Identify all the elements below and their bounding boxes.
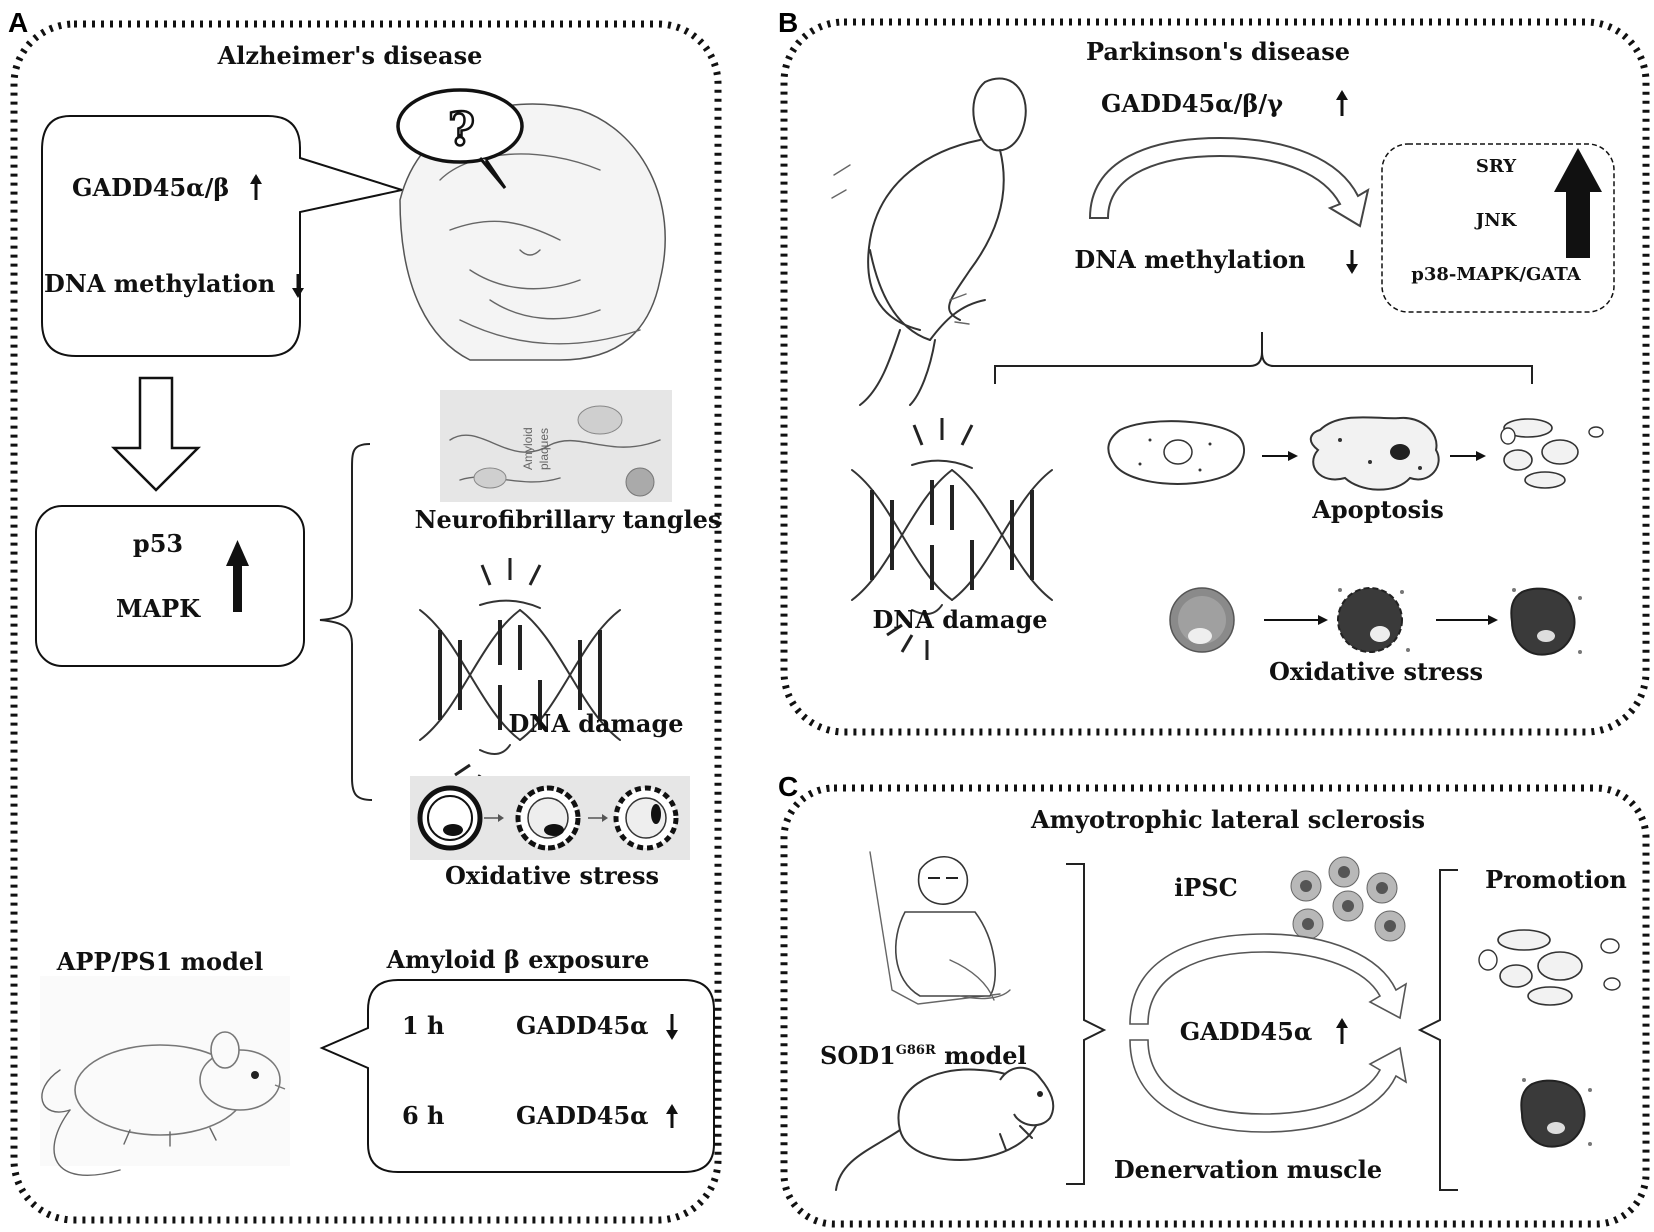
up-arrow-icon xyxy=(666,1104,678,1128)
bubble-methylation-label: DNA methylation xyxy=(44,269,275,298)
apoptosis-label: Apoptosis xyxy=(1311,495,1443,524)
ipsc-label: iPSC xyxy=(1174,873,1238,902)
mouse-icon xyxy=(835,1066,1055,1191)
pathway-box xyxy=(1381,143,1615,313)
p53-label: p53 xyxy=(133,529,183,558)
sod1-model-label: SOD1G86R model xyxy=(820,1041,1027,1070)
outcomes-bracket xyxy=(994,332,1533,384)
curved-arrow-icon xyxy=(1129,1039,1408,1133)
promotion-bracket xyxy=(1417,869,1458,1191)
panel-c-letter: C xyxy=(778,771,798,802)
down-arrow-icon xyxy=(292,274,304,298)
neurofibrillary-tangles-label: Neurofibrillary tangles xyxy=(415,505,722,534)
up-arrow-icon xyxy=(226,540,249,612)
panel-a-letter: A xyxy=(8,7,28,38)
gadd45a-label-c: GADD45α xyxy=(1180,1017,1313,1046)
oxidative-stress-label-b: Oxidative stress xyxy=(1269,657,1483,686)
ipsc-cells xyxy=(1290,856,1406,942)
up-arrow-icon xyxy=(1336,90,1348,116)
oxidative-stress-image-a xyxy=(410,776,690,860)
exposure-bubble xyxy=(319,979,715,1173)
speech-bubble xyxy=(41,115,406,357)
methylation-label-b: DNA methylation xyxy=(1074,245,1305,274)
elderly-woman-image: ? xyxy=(396,88,666,361)
amyloid-label: Amyloid xyxy=(521,427,535,470)
panel-a: A Alzheimer's disease GADD45α/β DNA meth… xyxy=(8,7,722,1224)
down-arrow-icon xyxy=(1346,250,1358,274)
panel-b-border xyxy=(780,18,1650,736)
sod1-superscript: G86R xyxy=(896,1043,936,1058)
dna-damage-label-b: DNA damage xyxy=(872,605,1047,634)
mapk-label: MAPK xyxy=(116,594,201,623)
models-bracket xyxy=(1066,863,1107,1185)
cell-icon xyxy=(1520,1078,1592,1148)
apoptotic-fragments-c xyxy=(1478,929,1621,1006)
app-ps1-model-label: APP/PS1 model xyxy=(56,947,263,976)
sod1-prefix: SOD1 xyxy=(820,1041,896,1070)
denervation-muscle-label: Denervation muscle xyxy=(1114,1155,1382,1184)
exposure-row-1-gene: GADD45α xyxy=(516,1011,649,1040)
panel-c-title: Amyotrophic lateral sclerosis xyxy=(1030,805,1425,834)
up-arrow-icon xyxy=(1554,148,1602,258)
thought-bubble xyxy=(396,88,524,164)
pathway-item-p38: p38-MAPK/GATA xyxy=(1411,264,1582,285)
plaques-label: plaques xyxy=(537,428,551,470)
pathway-item-jnk: JNK xyxy=(1474,210,1518,231)
question-mark-icon: ? xyxy=(448,102,475,156)
person-icon xyxy=(831,77,1027,406)
cell-icon xyxy=(1337,587,1403,653)
amyloid-exposure-title: Amyloid β exposure xyxy=(386,945,650,974)
bubble-gadd45-label: GADD45α/β xyxy=(72,173,229,202)
curved-arrow-icon xyxy=(1088,136,1370,228)
curved-arrow-icon xyxy=(1129,933,1408,1025)
panel-b: B Parkinson's disease GADD45α/β/γ DNA me… xyxy=(778,7,1650,736)
cell-icon xyxy=(1309,416,1440,491)
exposure-row-2-time: 6 h xyxy=(402,1101,445,1130)
outcomes-brace xyxy=(319,443,373,801)
amyloid-plaques-image: Amyloid plaques xyxy=(440,390,672,502)
sod1-suffix: model xyxy=(936,1041,1027,1070)
down-arrow-icon xyxy=(666,1014,678,1040)
hollow-down-arrow-icon xyxy=(110,376,202,492)
exposure-row-1-time: 1 h xyxy=(402,1011,445,1040)
panel-a-border xyxy=(10,20,722,1224)
apoptosis-sequence xyxy=(1107,416,1604,491)
panel-a-title: Alzheimer's disease xyxy=(217,41,483,70)
panel-c-border xyxy=(780,784,1650,1228)
mouse-icon xyxy=(40,976,290,1176)
oxidative-stress-sequence-b xyxy=(1169,587,1582,656)
panel-b-title: Parkinson's disease xyxy=(1086,37,1350,66)
pathway-item-sry: SRY xyxy=(1476,156,1517,177)
up-arrow-icon xyxy=(1336,1018,1348,1044)
dna-damage-label-a: DNA damage xyxy=(508,709,683,738)
cell-icon xyxy=(1510,587,1576,656)
exposure-row-2-gene: GADD45α xyxy=(516,1101,649,1130)
panel-b-letter: B xyxy=(778,7,798,38)
panel-c: C Amyotrophic lateral sclerosis SOD1G86R… xyxy=(778,771,1650,1228)
dna-damage-icon xyxy=(418,556,622,802)
person-icon xyxy=(869,851,1011,1005)
gadd45-abg-label: GADD45α/β/γ xyxy=(1101,89,1283,118)
promotion-label: Promotion xyxy=(1485,865,1627,894)
up-arrow-icon xyxy=(250,174,262,200)
oxidative-stress-label-a: Oxidative stress xyxy=(445,861,659,890)
